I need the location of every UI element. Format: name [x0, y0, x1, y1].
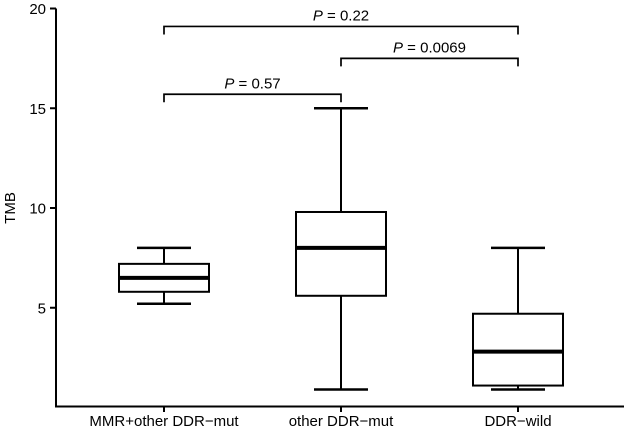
y-tick-label: 5: [38, 300, 46, 317]
bracket-path: [163, 25, 519, 35]
comparison-bracket-0-2: P = 0.22: [163, 7, 519, 35]
bracket-path: [163, 93, 342, 103]
x-category-label-ddr-wild: DDR−wild: [484, 413, 551, 430]
p-value-label: P = 0.57: [224, 75, 280, 92]
x-category-label-mmr-other-ddr-mut: MMR+other DDR−mut: [89, 413, 239, 430]
bracket-path: [340, 57, 519, 67]
p-value-label: P = 0.0069: [393, 39, 466, 56]
y-tick-label: 20: [29, 1, 46, 18]
p-value-label: P = 0.22: [313, 7, 369, 24]
comparison-bracket-1-2: P = 0.0069: [340, 39, 519, 67]
comparison-bracket-0-1: P = 0.57: [163, 75, 342, 103]
y-tick-label: 10: [29, 201, 46, 218]
y-tick-label: 15: [29, 101, 46, 118]
box-ddr-wild: [472, 246, 564, 391]
box-mmr-other-ddr-mut: [118, 246, 210, 306]
x-category-label-other-ddr-mut: other DDR−mut: [289, 413, 394, 430]
box-rect: [295, 210, 387, 297]
y-axis-title: TMB: [2, 192, 19, 224]
box-other-ddr-mut: [295, 107, 387, 391]
